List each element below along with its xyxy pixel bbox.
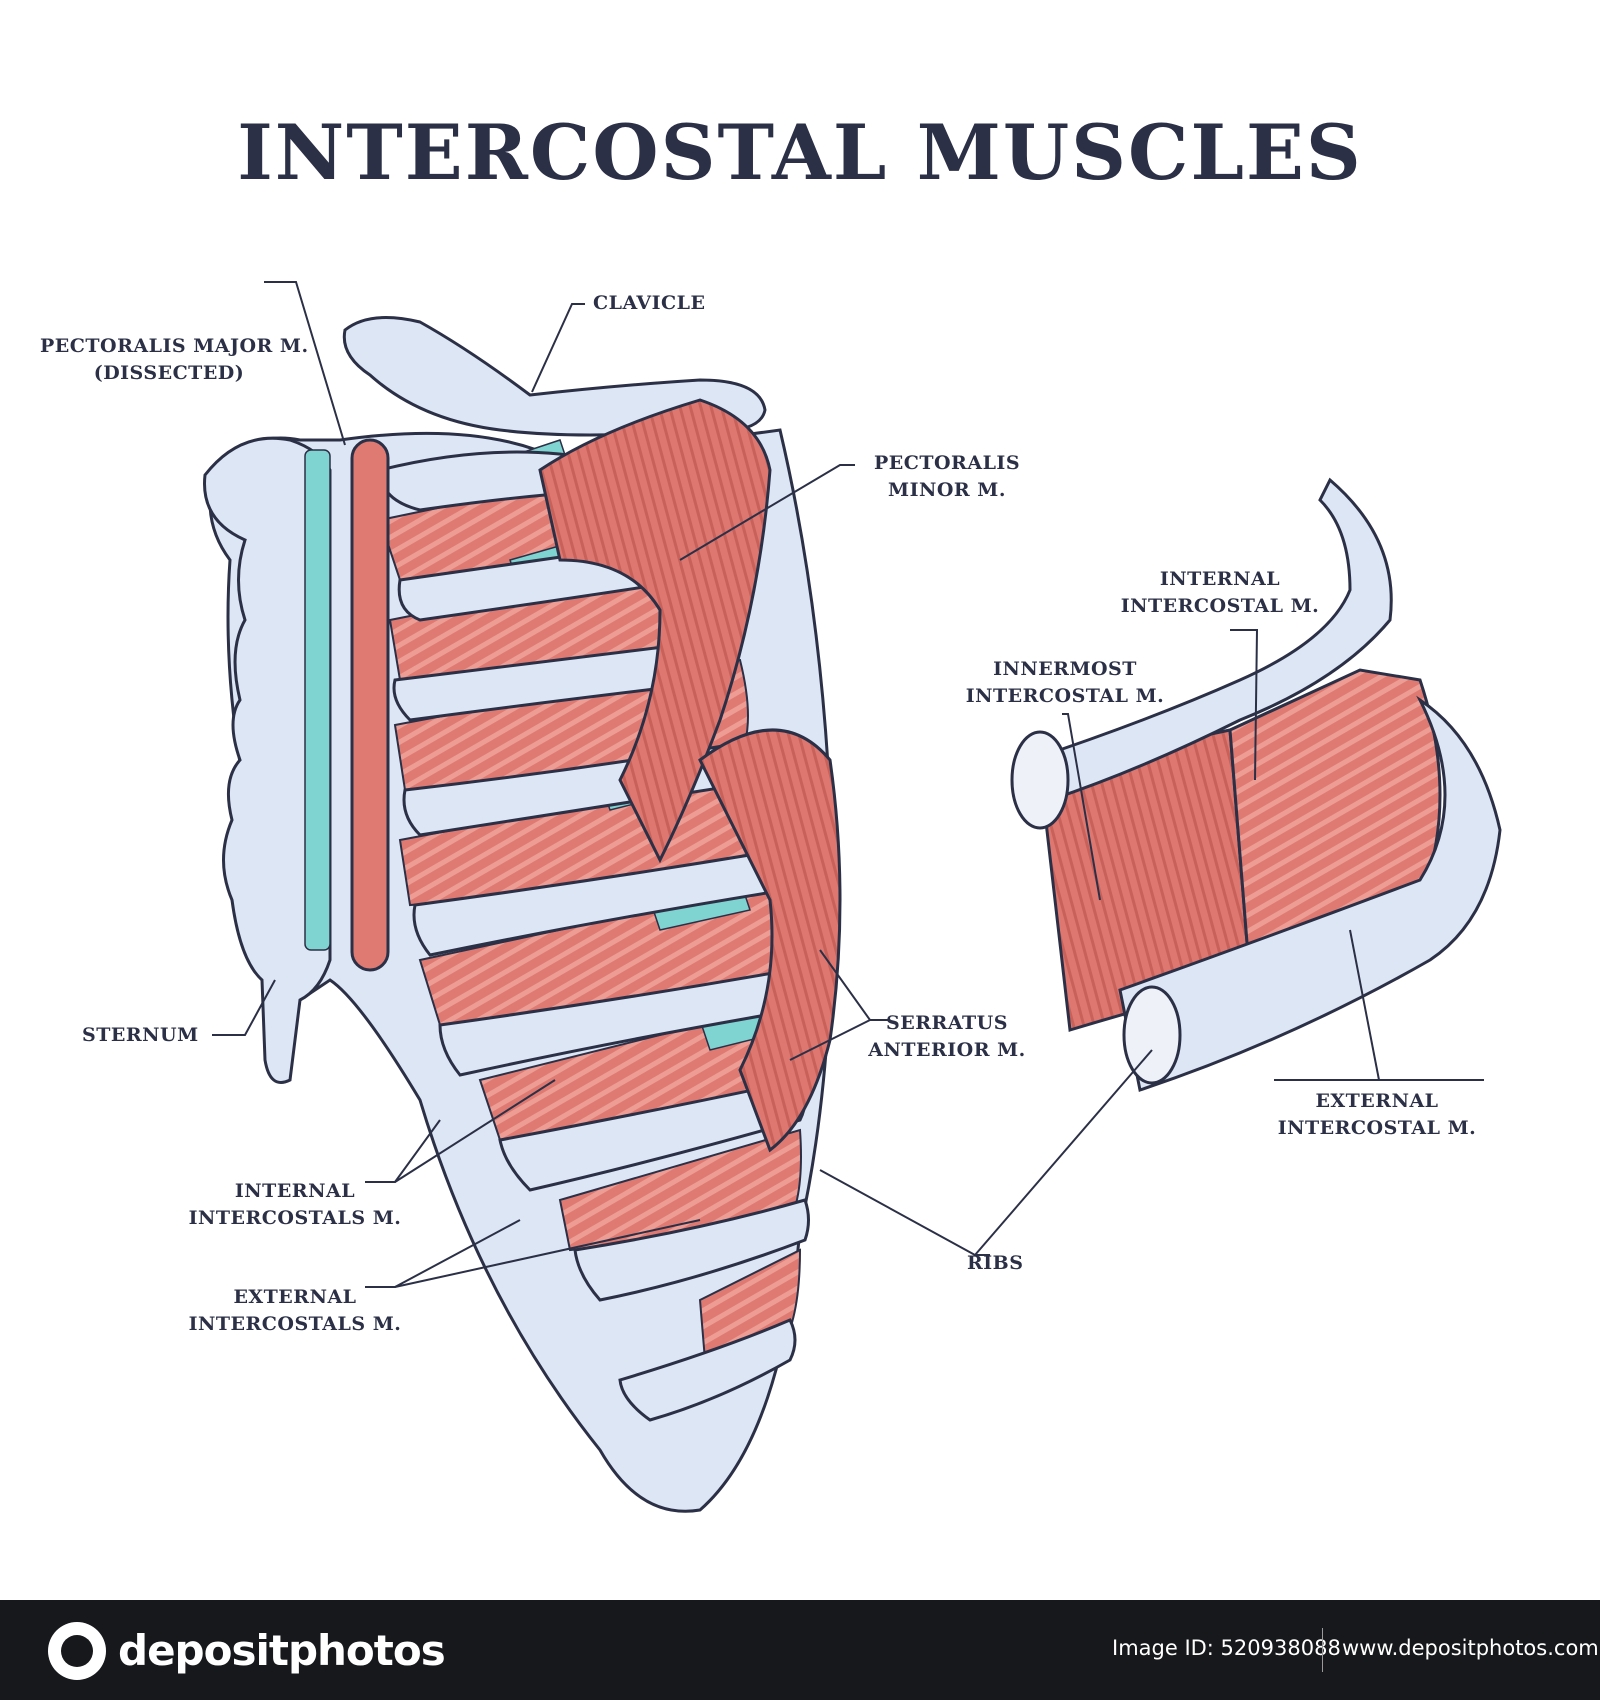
footer-divider — [1322, 1628, 1323, 1672]
ribs-left — [378, 450, 810, 1422]
label-internal-intercostals: INTERNAL INTERCOSTALS M. — [180, 1178, 410, 1232]
label-detail-external-line1: EXTERNAL — [1315, 1090, 1439, 1112]
label-detail-innermost-line2: INTERCOSTAL M. — [965, 685, 1165, 707]
label-pectoralis-major-line2: (DISSECTED) — [93, 362, 245, 384]
label-external-intercostals-line1: EXTERNAL — [233, 1286, 357, 1308]
label-serratus-line2: ANTERIOR M. — [868, 1039, 1026, 1061]
label-pectoralis-major: PECTORALIS MAJOR M. (DISSECTED) — [40, 333, 309, 387]
label-detail-external-line2: INTERCOSTAL M. — [1277, 1117, 1477, 1139]
pectoralis-major-strip — [350, 438, 390, 972]
clavicle-bone — [342, 316, 767, 437]
label-pectoralis-minor-line2: MINOR M. — [888, 479, 1006, 501]
label-detail-innermost-line1: INNERMOST — [993, 658, 1137, 680]
label-internal-intercostals-line2: INTERCOSTALS M. — [188, 1207, 402, 1229]
page-title: INTERCOSTAL MUSCLES — [237, 108, 1363, 197]
detail-view — [1010, 477, 1502, 1092]
label-detail-internal-line2: INTERCOSTAL M. — [1120, 595, 1320, 617]
label-serratus-anterior: SERRATUS ANTERIOR M. — [862, 1010, 1032, 1064]
label-detail-internal-line1: INTERNAL — [1159, 568, 1281, 590]
label-internal-intercostals-line1: INTERNAL — [234, 1180, 356, 1202]
footer-brand: depositphotos — [118, 1626, 446, 1675]
footer-image-id: Image ID: 520938088 — [1112, 1636, 1341, 1660]
depositphotos-logo-icon — [48, 1622, 106, 1680]
label-pectoralis-minor-line1: PECTORALIS — [873, 452, 1021, 474]
label-detail-innermost-intercostal: INNERMOST INTERCOSTAL M. — [955, 656, 1175, 710]
label-sternum: STERNUM — [82, 1024, 199, 1046]
label-pectoralis-major-line1: PECTORALIS MAJOR M. — [40, 335, 309, 357]
label-external-intercostals-line2: INTERCOSTALS M. — [188, 1313, 402, 1335]
label-pectoralis-minor: PECTORALIS MINOR M. — [862, 450, 1032, 504]
footer-bar: depositphotos Image ID: 520938088 www.de… — [0, 1600, 1600, 1700]
label-clavicle: CLAVICLE — [593, 292, 706, 314]
pectoralis-minor-muscle — [538, 398, 772, 864]
anatomy-illustration — [203, 281, 1502, 1513]
footer-site-link[interactable]: www.depositphotos.com — [1342, 1636, 1599, 1660]
label-ribs: RIBS — [967, 1252, 1024, 1274]
label-detail-internal-intercostal: INTERNAL INTERCOSTAL M. — [1120, 566, 1320, 620]
label-external-intercostals: EXTERNAL INTERCOSTALS M. — [180, 1284, 410, 1338]
label-serratus-line1: SERRATUS — [886, 1012, 1008, 1034]
label-detail-external-intercostal: EXTERNAL INTERCOSTAL M. — [1272, 1088, 1482, 1142]
leader-lines — [212, 281, 1484, 1288]
